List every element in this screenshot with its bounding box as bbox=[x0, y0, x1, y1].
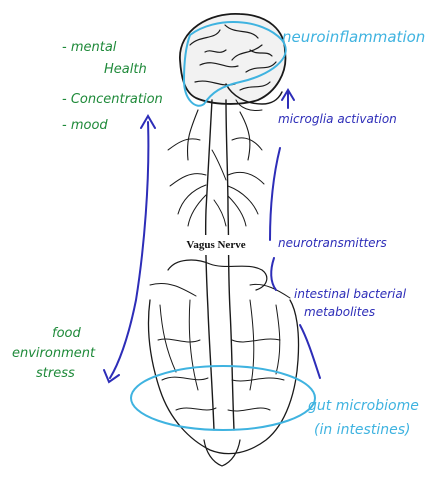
outcome-concentration: - Concentration bbox=[62, 92, 163, 107]
outcome-health: Health bbox=[104, 62, 147, 77]
neuroinflammation-label: neuroinflammation bbox=[282, 28, 426, 46]
factor-environment: environment bbox=[12, 346, 96, 361]
vagus-nerve-trunk bbox=[186, 99, 251, 431]
gut-microbiome-label: gut microbiome bbox=[308, 398, 419, 414]
neurotransmitters-label: neurotransmitters bbox=[278, 236, 387, 250]
metabolites-label: metabolites bbox=[304, 305, 376, 319]
outcome-mood: - mood bbox=[62, 118, 108, 133]
cyan-highlights bbox=[130, 21, 316, 431]
thoracic-branches bbox=[167, 137, 265, 227]
intestinal-bacterial-label: intestinal bacterial bbox=[294, 287, 407, 301]
right-flow-lines bbox=[269, 88, 321, 379]
vagus-nerve-label: Vagus Nerve bbox=[178, 235, 254, 255]
stomach-branches bbox=[149, 259, 291, 299]
factor-stress: stress bbox=[36, 366, 75, 381]
microglia-activation-label: microglia activation bbox=[278, 112, 397, 126]
outcome-mental: - mental bbox=[62, 40, 117, 55]
brain-illustration bbox=[179, 13, 287, 111]
factor-food: food bbox=[52, 326, 81, 341]
intestine-illustration bbox=[147, 299, 300, 467]
in-intestines-label: (in intestines) bbox=[314, 422, 411, 438]
left-bidirectional-arrow bbox=[103, 114, 156, 384]
